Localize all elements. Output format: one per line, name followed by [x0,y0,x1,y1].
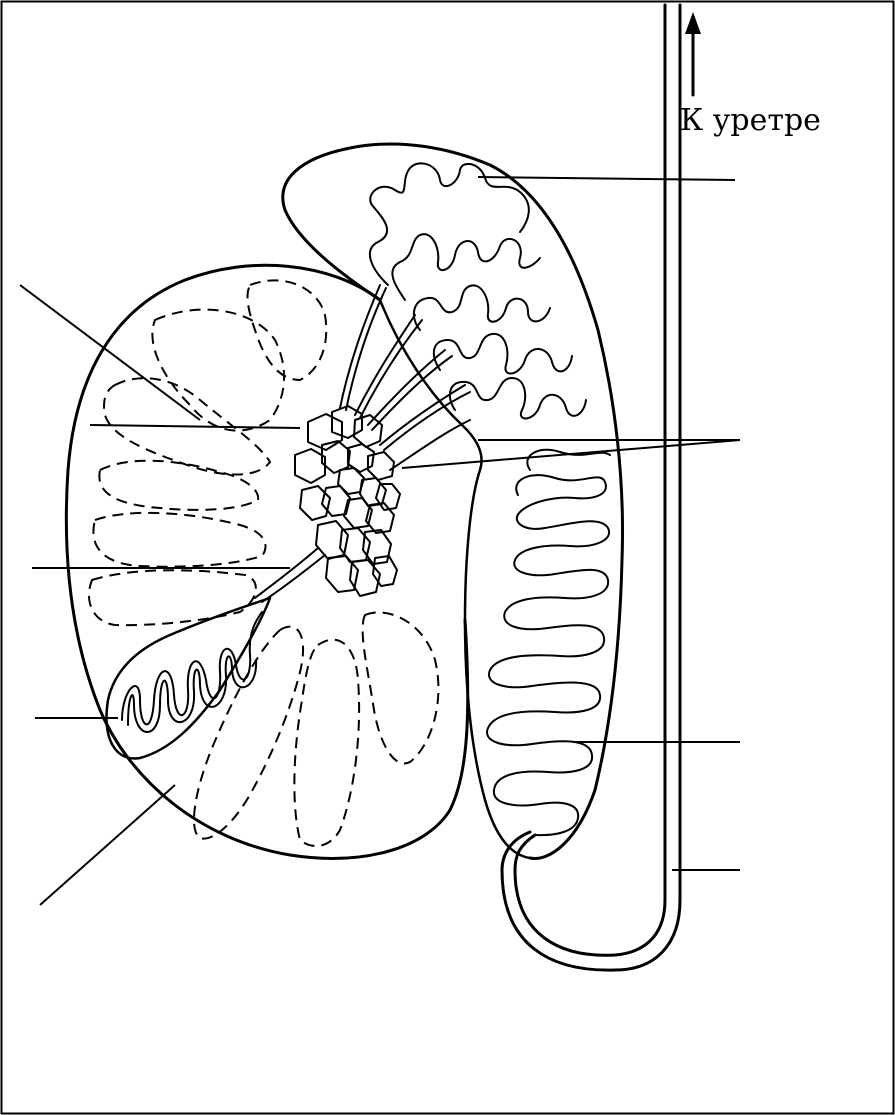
lobules [89,280,438,846]
urethra-arrow [685,12,701,95]
seminiferous-tubule-coil [122,612,262,732]
epididymis-body-coils [487,450,610,835]
rete-testis-leader-upper [90,425,300,428]
vas-deferens [502,5,680,970]
epididymis-outline [283,144,623,858]
tubulus-rectus [255,548,325,602]
epididymis-head-leader [478,177,735,180]
efferent-ductules-leader-b [402,440,740,468]
capsule-leader [40,785,175,905]
epididymis-head-coils [370,163,586,418]
seminiferous-tubules-leader [20,285,200,420]
arrow-label: К уретре [680,103,821,138]
